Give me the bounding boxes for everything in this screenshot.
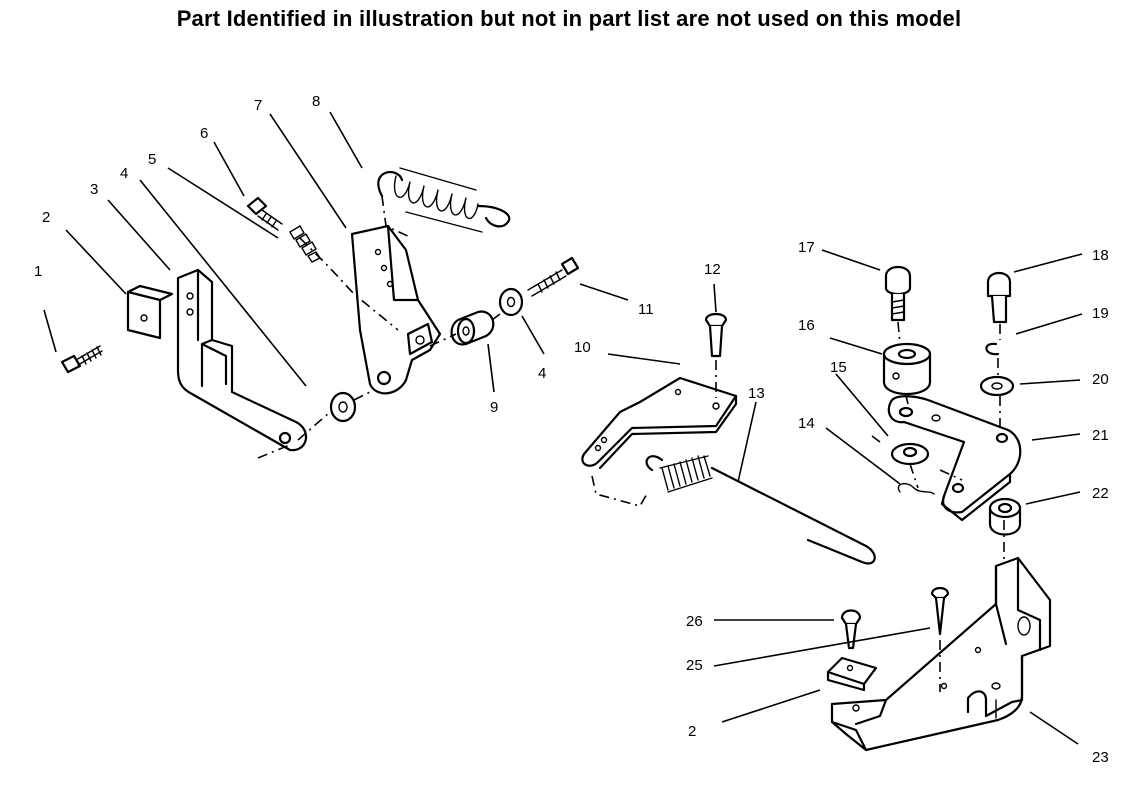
callout-12: 12 bbox=[704, 261, 721, 278]
callout-13: 13 bbox=[748, 385, 765, 402]
part-spring-13 bbox=[645, 455, 876, 565]
part-collar-16 bbox=[882, 342, 932, 395]
part-pin-25 bbox=[930, 586, 950, 692]
callout-16: 16 bbox=[798, 317, 815, 334]
callout-22: 22 bbox=[1092, 485, 1109, 502]
part-washer-4b bbox=[498, 287, 524, 317]
callout-3: 3 bbox=[90, 181, 98, 198]
part-washer-4a bbox=[329, 391, 357, 423]
part-bushing-15 bbox=[890, 442, 930, 466]
callout-25: 25 bbox=[686, 657, 703, 674]
part-bolt-17 bbox=[884, 265, 912, 322]
callout-2-lower: 2 bbox=[688, 723, 696, 740]
part-spring-5 bbox=[289, 225, 321, 263]
part-clip-14 bbox=[897, 482, 935, 495]
callout-19: 19 bbox=[1092, 305, 1109, 322]
part-lever-7 bbox=[350, 224, 442, 395]
part-clip-19 bbox=[985, 342, 1000, 356]
callout-10: 10 bbox=[574, 339, 591, 356]
callout-11: 11 bbox=[638, 301, 654, 318]
part-washer-20 bbox=[979, 375, 1015, 397]
callout-23: 23 bbox=[1092, 749, 1109, 766]
part-screw-1 bbox=[60, 345, 103, 374]
callout-1: 1 bbox=[34, 263, 42, 280]
part-bolt-6 bbox=[246, 196, 283, 231]
callout-20: 20 bbox=[1092, 371, 1109, 388]
part-screw-11 bbox=[527, 256, 580, 297]
part-plate-21 bbox=[887, 395, 1022, 522]
part-bushing-9 bbox=[450, 310, 495, 346]
callout-2: 2 bbox=[42, 209, 50, 226]
callout-8: 8 bbox=[312, 93, 320, 110]
part-bolt-18 bbox=[986, 271, 1012, 324]
callout-17: 17 bbox=[798, 239, 815, 256]
part-spring-8 bbox=[377, 167, 511, 239]
callout-21: 21 bbox=[1092, 427, 1109, 444]
callout-15: 15 bbox=[830, 359, 847, 376]
page-title: Part Identified in illustration but not … bbox=[176, 6, 962, 31]
callout-6: 6 bbox=[200, 125, 208, 142]
part-bracket-23 bbox=[830, 556, 1052, 752]
part-arm-10 bbox=[581, 360, 738, 507]
callout-5: 5 bbox=[148, 151, 156, 168]
part-bracket-3 bbox=[176, 268, 307, 452]
callout-4: 4 bbox=[120, 165, 128, 182]
callout-14: 14 bbox=[798, 415, 815, 432]
part-clip-2 bbox=[126, 284, 174, 340]
callout-4b: 4 bbox=[538, 365, 546, 382]
part-pin-12 bbox=[704, 312, 728, 358]
callout-18: 18 bbox=[1092, 247, 1109, 264]
callout-9: 9 bbox=[490, 399, 498, 416]
part-nut-22 bbox=[988, 497, 1022, 536]
callout-26: 26 bbox=[686, 613, 703, 630]
callout-7: 7 bbox=[254, 97, 262, 114]
part-clip-2-lower bbox=[826, 656, 878, 692]
